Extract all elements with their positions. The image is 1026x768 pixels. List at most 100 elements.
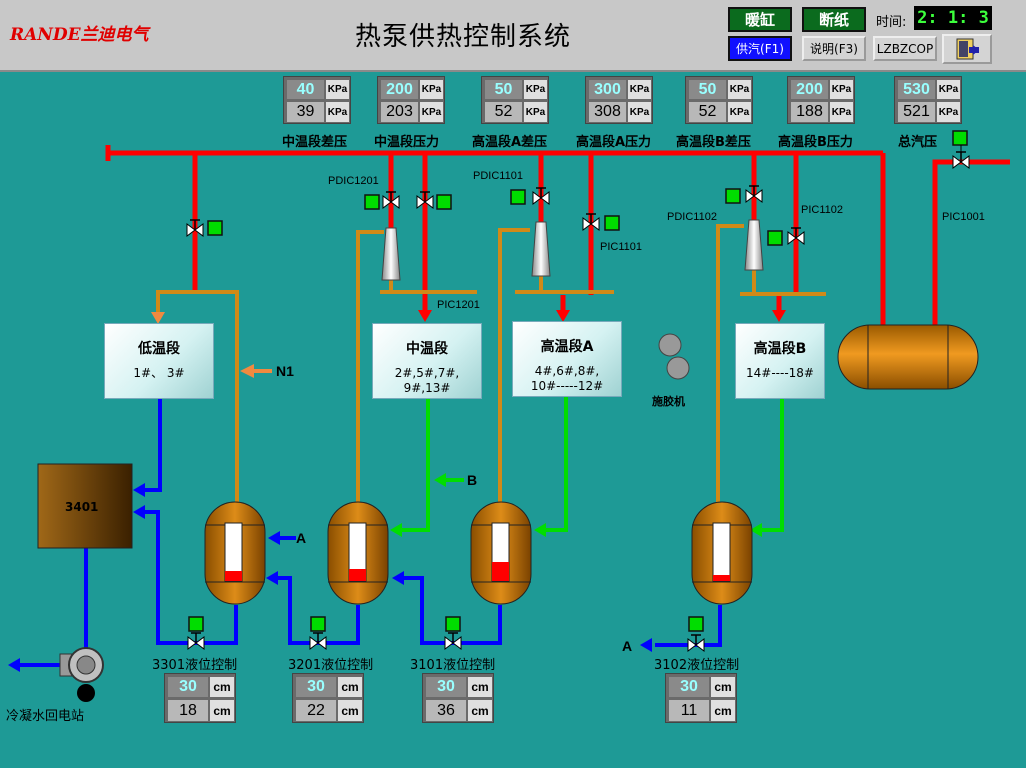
unit-label: cm [711,700,735,721]
setpoint-value[interactable]: 50 [689,80,726,99]
valve-pic1001 [952,130,970,169]
unit-label: KPa [937,80,960,99]
unit-label: KPa [524,102,547,122]
pressure-label-hiB-diff: 高温段B差压 [676,135,751,150]
level-display-3201: 30 22 cm cm [292,673,364,723]
condensate-green-pipes [402,396,784,532]
unit-label: cm [210,700,234,721]
pressure-label-hiA-press: 高温段A压力 [576,135,652,150]
unit-label: KPa [326,102,349,122]
pressure-display-total: 530 521 KPa KPa [894,76,962,124]
section-high-temp-b[interactable]: 高温段B 14#----18# [735,323,825,399]
unit-label: KPa [830,102,853,122]
flow-label-n1: N1 [276,363,294,379]
process-value: 188 [791,102,828,122]
section-high-temp-a[interactable]: 高温段A 4#,6#,8#, 10#-----12# [512,321,622,397]
size-press-label: 施胶机 [652,395,685,408]
process-value: 203 [381,102,418,122]
paper-break-button[interactable]: 断纸 [802,7,866,32]
page-title: 热泵供热控制系统 [355,22,572,52]
setpoint-value[interactable]: 30 [426,677,466,697]
unit-label: KPa [420,102,443,122]
green-arrows [390,473,762,537]
process-value: 52 [689,102,726,122]
tank-label: 3401 [65,500,99,514]
warm-cylinder-button[interactable]: 暖缸 [728,7,792,32]
valve-pic1201 [416,191,452,210]
unit-label: cm [468,700,492,721]
unit-label: KPa [728,102,751,122]
steam-header-pipe [105,145,1010,325]
unit-label: KPa [524,80,547,99]
tag-pdic1201: PDIC1201 [328,175,379,187]
brand-logo: RANDE兰迪电气 [10,25,149,45]
steam-drum [837,324,979,390]
flash-vessel-3301 [204,501,266,605]
section-mid-temp[interactable]: 中温段 2#,5#,7#, 9#,13# [372,323,482,399]
pressure-label-mid-press: 中温段压力 [374,135,440,150]
flash-vessel-3101 [470,501,532,605]
process-value: 52 [485,102,522,122]
condensate-blue-pipes [20,398,722,667]
setpoint-value[interactable]: 200 [381,80,418,99]
pressure-display-hiB-diff: 50 52 KPa KPa [685,76,753,124]
lzbzcop-button[interactable]: LZBZCOP [873,36,937,61]
pressure-display-hiA-diff: 50 52 KPa KPa [481,76,549,124]
unit-label: cm [338,700,362,721]
ejector-hiB [744,219,764,271]
tag-pic1001: PIC1001 [942,211,985,223]
pressure-label-hiB-press: 高温段B压力 [778,135,853,150]
pressure-display-mid-press: 200 203 KPa KPa [377,76,445,124]
setpoint-value[interactable]: 30 [296,677,336,697]
flash-vessel-3102 [691,501,753,605]
process-value: 308 [589,102,626,122]
exit-door-icon [956,38,979,60]
section-cylinders: 14#----18# [746,366,814,380]
unit-label: cm [338,677,362,697]
tag-pic1101: PIC1101 [600,241,642,253]
setpoint-value[interactable]: 530 [898,80,935,99]
pressure-display-hiA-press: 300 308 KPa KPa [585,76,653,124]
process-value: 11 [669,700,709,721]
steam-arrows [418,310,786,322]
section-cylinders: 1#、 3# [133,366,185,380]
process-value: 36 [426,700,466,721]
section-cylinders: 4#,6#,8#, 10#-----12# [530,364,604,393]
valve-pdic1201 [364,191,400,210]
level-label-3102: 3102液位控制 [654,658,740,673]
setpoint-value[interactable]: 200 [791,80,828,99]
exit-button[interactable] [942,34,992,64]
setpoint-value[interactable]: 30 [168,677,208,697]
setpoint-value[interactable]: 300 [589,80,626,99]
header-bar: RANDE兰迪电气 热泵供热控制系统 暖缸 断纸 供汽(F1) 说明(F3) L… [0,0,1026,72]
pressure-display-hiB-press: 200 188 KPa KPa [787,76,855,124]
steam-supply-button[interactable]: 供汽(F1) [728,36,792,61]
valve-low-steam [186,219,223,237]
flow-label-a: A [296,530,307,546]
ejector-hiA [531,221,551,277]
unit-label: cm [468,677,492,697]
time-label: 时间: [876,15,907,30]
valve-pdic1102 [725,185,763,204]
level-display-3102: 30 11 cm cm [665,673,737,723]
section-low-temp[interactable]: 低温段 1#、 3# [104,323,214,399]
unit-label: KPa [628,102,651,122]
process-value: 22 [296,700,336,721]
unit-label: KPa [628,80,651,99]
process-value: 18 [168,700,208,721]
flow-label-b: B [467,472,478,488]
unit-label: KPa [326,80,349,99]
level-display-3301: 30 18 cm cm [164,673,236,723]
tag-pdic1101: PDIC1101 [473,170,523,182]
setpoint-value[interactable]: 50 [485,80,522,99]
pump-label: 冷凝水回电站 [6,709,85,724]
setpoint-value[interactable]: 40 [287,80,324,99]
clock-display: 2: 1: 3 [914,6,992,30]
setpoint-value[interactable]: 30 [669,677,709,697]
unit-label: KPa [728,80,751,99]
help-button[interactable]: 说明(F3) [802,36,866,61]
section-title: 中温段 [406,341,448,357]
pump-icon [59,647,104,702]
tank-3401 [37,463,133,549]
